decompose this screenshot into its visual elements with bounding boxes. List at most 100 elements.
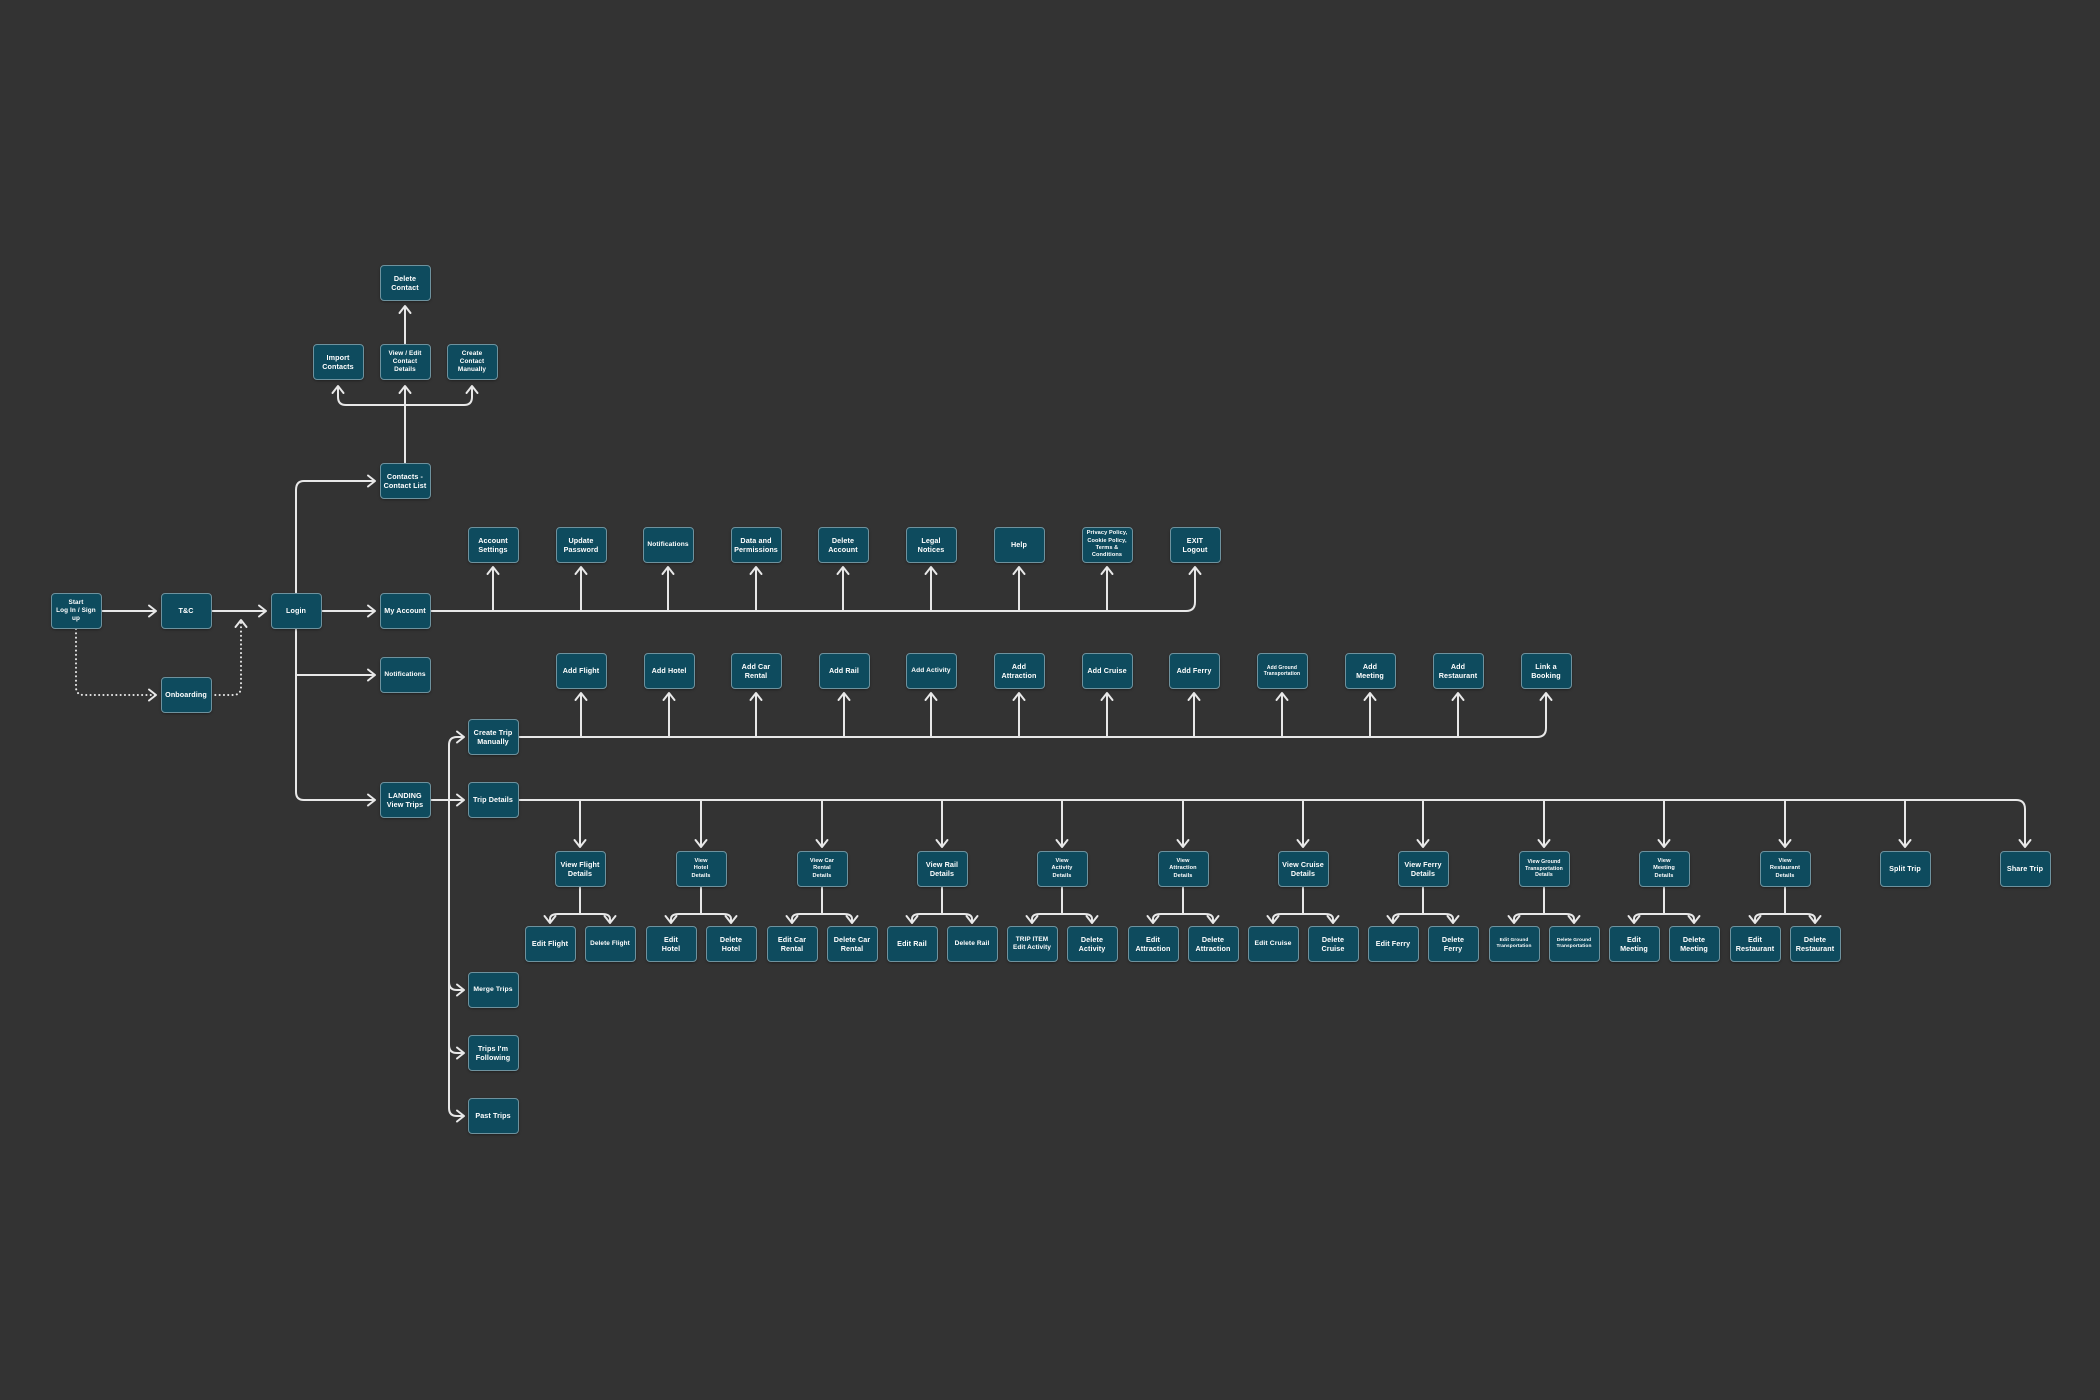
terms-and-conditions-node[interactable]: T&C: [160, 593, 212, 629]
add-cruise-node[interactable]: Add Cruise: [1081, 653, 1133, 689]
trip-details-label: Trip Details: [473, 795, 513, 805]
view-edit-contact-details-node[interactable]: View / Edit Contact Details: [379, 344, 431, 380]
delete-ground-transportation-node[interactable]: Delete Ground Transportation: [1548, 926, 1600, 962]
landing-view-trips-node[interactable]: LANDING View Trips: [379, 782, 431, 818]
view-attraction-details-node[interactable]: View Attraction Details: [1157, 851, 1209, 887]
view-meeting-details-node[interactable]: View Meeting Details: [1638, 851, 1690, 887]
delete-rail-node[interactable]: Delete Rail: [946, 926, 998, 962]
edit-meeting-node[interactable]: Edit Meeting: [1608, 926, 1660, 962]
add-attraction-node[interactable]: Add Attraction: [993, 653, 1045, 689]
legal-notices-node[interactable]: Legal Notices: [905, 527, 957, 563]
merge-trips-node[interactable]: Merge Trips: [467, 972, 519, 1008]
link-a-booking-node[interactable]: Link a Booking: [1520, 653, 1572, 689]
add-car-rental-node[interactable]: Add Car Rental: [730, 653, 782, 689]
view-ground-transportation-details-node[interactable]: View Ground Transportation Details: [1518, 851, 1570, 887]
add-activity-node[interactable]: Add Activity: [905, 653, 957, 689]
edit-restaurant-node[interactable]: Edit Restaurant: [1729, 926, 1781, 962]
my-account-node[interactable]: My Account: [379, 593, 431, 629]
add-ferry-node[interactable]: Add Ferry: [1168, 653, 1220, 689]
import-contacts-node[interactable]: Import Contacts: [312, 344, 364, 380]
edit-hotel-label: Edit Hotel: [661, 934, 681, 953]
add-ground-transportation-label: Add Ground Transportation: [1263, 664, 1301, 678]
delete-contact-node[interactable]: Delete Contact: [379, 265, 431, 301]
delete-restaurant-label: Delete Restaurant: [1795, 934, 1835, 953]
add-rail-label: Add Rail: [829, 666, 859, 676]
delete-meeting-label: Delete Meeting: [1680, 934, 1708, 953]
delete-hotel-node[interactable]: Delete Hotel: [705, 926, 757, 962]
delete-flight-node[interactable]: Delete Flight: [584, 926, 636, 962]
onboarding-node[interactable]: Onboarding: [160, 677, 212, 713]
help-node[interactable]: Help: [993, 527, 1045, 563]
add-meeting-label: Add Meeting: [1356, 661, 1384, 680]
delete-car-rental-node[interactable]: Delete Car Rental: [826, 926, 878, 962]
add-restaurant-node[interactable]: Add Restaurant: [1432, 653, 1484, 689]
add-rail-node[interactable]: Add Rail: [818, 653, 870, 689]
start-login-signup-label: Start Log In / Sign up: [56, 598, 96, 623]
privacy-cookie-terms-node[interactable]: Privacy Policy, Cookie Policy, Terms & C…: [1081, 527, 1133, 563]
view-ferry-details-node[interactable]: View Ferry Details: [1397, 851, 1449, 887]
notifications-node[interactable]: Notifications: [379, 657, 431, 693]
edge-line: [1423, 913, 1460, 924]
edit-cruise-node[interactable]: Edit Cruise: [1247, 926, 1299, 962]
view-hotel-details-node[interactable]: View Hotel Details: [675, 851, 727, 887]
view-ferry-details-label: View Ferry Details: [1404, 859, 1442, 878]
delete-cruise-node[interactable]: Delete Cruise: [1307, 926, 1359, 962]
delete-meeting-node[interactable]: Delete Meeting: [1668, 926, 1720, 962]
edit-rail-node[interactable]: Edit Rail: [886, 926, 938, 962]
view-rail-details-label: View Rail Details: [925, 859, 959, 878]
delete-account-node[interactable]: Delete Account: [817, 527, 869, 563]
add-meeting-node[interactable]: Add Meeting: [1344, 653, 1396, 689]
view-cruise-details-label: View Cruise Details: [1282, 859, 1324, 878]
view-flight-details-node[interactable]: View Flight Details: [554, 851, 606, 887]
delete-restaurant-node[interactable]: Delete Restaurant: [1789, 926, 1841, 962]
view-cruise-details-node[interactable]: View Cruise Details: [1277, 851, 1329, 887]
split-trip-label: Split Trip: [1889, 864, 1921, 874]
data-and-permissions-node[interactable]: Data and Permissions: [730, 527, 782, 563]
update-password-node[interactable]: Update Password: [555, 527, 607, 563]
share-trip-node[interactable]: Share Trip: [1999, 851, 2051, 887]
edge-line: [295, 474, 376, 593]
delete-ferry-node[interactable]: Delete Ferry: [1427, 926, 1479, 962]
view-restaurant-details-node[interactable]: View Restaurant Details: [1759, 851, 1811, 887]
exit-logout-node[interactable]: EXIT Logout: [1169, 527, 1221, 563]
delete-flight-label: Delete Flight: [590, 939, 630, 947]
edit-flight-node[interactable]: Edit Flight: [524, 926, 576, 962]
create-contact-manually-node[interactable]: Create Contact Manually: [446, 344, 498, 380]
edit-attraction-node[interactable]: Edit Attraction: [1127, 926, 1179, 962]
account-notifications-node[interactable]: Notifications: [642, 527, 694, 563]
update-password-label: Update Password: [563, 535, 599, 554]
account-settings-node[interactable]: Account Settings: [467, 527, 519, 563]
start-login-signup-node[interactable]: Start Log In / Sign up: [50, 593, 102, 629]
edit-hotel-node[interactable]: Edit Hotel: [645, 926, 697, 962]
edge-line: [295, 628, 376, 807]
view-car-rental-details-node[interactable]: View Car Rental Details: [796, 851, 848, 887]
add-hotel-node[interactable]: Add Hotel: [643, 653, 695, 689]
add-restaurant-label: Add Restaurant: [1438, 661, 1478, 680]
edge-line: [1785, 913, 1822, 924]
trip-details-node[interactable]: Trip Details: [467, 782, 519, 818]
past-trips-node[interactable]: Past Trips: [467, 1098, 519, 1134]
create-trip-manually-node[interactable]: Create Trip Manually: [467, 719, 519, 755]
add-flight-node[interactable]: Add Flight: [555, 653, 607, 689]
view-flight-details-label: View Flight Details: [560, 859, 600, 878]
delete-activity-node[interactable]: Delete Activity: [1066, 926, 1118, 962]
split-trip-node[interactable]: Split Trip: [1879, 851, 1931, 887]
trip-item-edit-activity-node[interactable]: TRIP ITEM Edit Activity: [1006, 926, 1058, 962]
edit-ferry-node[interactable]: Edit Ferry: [1367, 926, 1419, 962]
trips-im-following-node[interactable]: Trips I'm Following: [467, 1035, 519, 1071]
add-ground-transportation-node[interactable]: Add Ground Transportation: [1256, 653, 1308, 689]
view-rail-details-node[interactable]: View Rail Details: [916, 851, 968, 887]
edit-car-rental-node[interactable]: Edit Car Rental: [766, 926, 818, 962]
delete-cruise-label: Delete Cruise: [1321, 934, 1345, 953]
login-node[interactable]: Login: [270, 593, 322, 629]
delete-attraction-node[interactable]: Delete Attraction: [1187, 926, 1239, 962]
edge-line-dotted: [210, 619, 248, 696]
edit-ground-transportation-node[interactable]: Edit Ground Transportation: [1488, 926, 1540, 962]
edit-restaurant-label: Edit Restaurant: [1735, 934, 1775, 953]
create-trip-manually-label: Create Trip Manually: [473, 727, 513, 746]
view-activity-details-node[interactable]: View Activity Details: [1036, 851, 1088, 887]
view-edit-contact-details-label: View / Edit Contact Details: [388, 349, 422, 374]
edge-line: [405, 385, 479, 406]
trip-item-edit-activity-label: TRIP ITEM Edit Activity: [1013, 935, 1051, 951]
contacts-contact-list-node[interactable]: Contacts - Contact List: [379, 463, 431, 499]
